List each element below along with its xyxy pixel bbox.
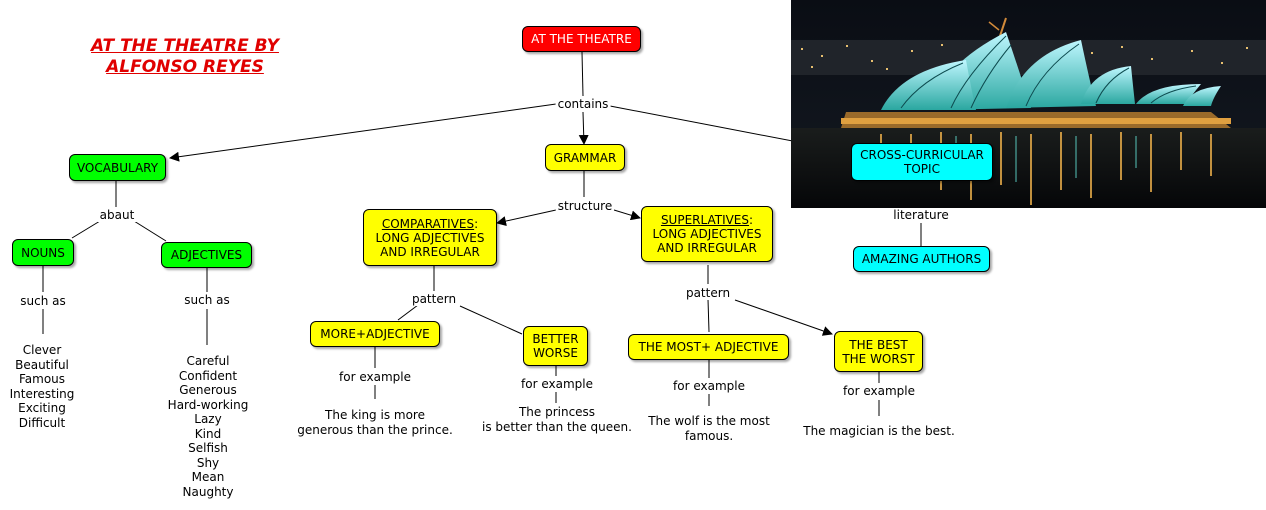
nouns-node[interactable]: NOUNS (12, 239, 74, 266)
cross-curricular-node[interactable]: CROSS-CURRICULAR TOPIC (851, 143, 993, 181)
link-for-example-most: for example (671, 379, 747, 393)
comparatives-node[interactable]: COMPARATIVES: LONG ADJECTIVES AND IRREGU… (363, 209, 497, 266)
link-for-example-better: for example (519, 377, 595, 391)
nouns-list: Clever Beautiful Famous Interesting Exci… (10, 343, 75, 430)
list-item: Interesting (9, 386, 75, 401)
link-literature: literature (891, 208, 951, 222)
adjectives-node[interactable]: ADJECTIVES (161, 242, 252, 268)
superlatives-head: SUPERLATIVES: (661, 213, 753, 227)
link-for-example-best: for example (841, 384, 917, 398)
grammar-label: GRAMMAR (553, 150, 617, 165)
example-more-line-2: generous than the prince. (297, 422, 453, 437)
link-pattern-superlatives: pattern (683, 286, 733, 300)
better-worse-node[interactable]: BETTER WORSE (523, 326, 588, 366)
root-node[interactable]: AT THE THEATRE (522, 26, 641, 52)
list-item: Shy (196, 455, 220, 470)
comparatives-colon: : (474, 216, 479, 231)
list-item: Beautiful (15, 357, 69, 372)
link-structure: structure (555, 199, 615, 213)
list-item: Confident (178, 368, 238, 383)
superlatives-colon: : (749, 213, 754, 227)
comparatives-line-3: AND IRREGULAR (380, 244, 480, 259)
superlatives-node[interactable]: SUPERLATIVES: LONG ADJECTIVES AND IRREGU… (641, 206, 773, 262)
list-item: Hard-working (167, 397, 249, 412)
list-item: Difficult (18, 415, 66, 430)
title-line-2: ALFONSO REYES (106, 57, 264, 77)
more-adjective-node[interactable]: MORE+ADJECTIVE (310, 321, 440, 347)
amazing-authors-label: AMAZING AUTHORS (861, 252, 982, 266)
link-abaut: abaut (97, 208, 137, 222)
list-item: Clever (22, 343, 62, 357)
example-more-line-1: The king is more (325, 408, 425, 422)
list-item: Lazy (194, 412, 222, 426)
vocabulary-label: VOCABULARY (76, 160, 159, 175)
worse-label: WORSE (533, 346, 578, 360)
comparatives-title: COMPARATIVES (381, 216, 475, 231)
best-label: THE BEST (849, 337, 908, 352)
link-pattern-comparatives: pattern (409, 292, 459, 306)
list-item: Famous (18, 372, 66, 386)
title-line-1: AT THE THEATRE BY (91, 36, 279, 56)
sydney-opera-house-photo (791, 0, 1266, 208)
example-better: The princess is better than the queen. (482, 405, 632, 434)
superlatives-title: SUPERLATIVES (660, 213, 750, 227)
superlatives-line-3: AND IRREGULAR (657, 241, 757, 255)
root-node-label: AT THE THEATRE (531, 32, 632, 46)
list-item: Naughty (182, 484, 234, 499)
vocabulary-node[interactable]: VOCABULARY (69, 154, 166, 181)
list-item: Selfish (188, 441, 228, 455)
link-such-as-adjectives: such as (182, 293, 232, 307)
adjectives-list: Careful Confident Generous Hard-working … (168, 354, 249, 499)
example-better-line-1: The princess (518, 405, 596, 419)
the-most-adjective-label: THE MOST+ ADJECTIVE (638, 340, 779, 354)
example-better-line-2: is better than the queen. (482, 419, 632, 434)
cross-line-1: CROSS-CURRICULAR (860, 148, 984, 162)
grammar-node[interactable]: GRAMMAR (545, 144, 625, 171)
comparatives-head: COMPARATIVES: (382, 217, 478, 231)
list-item: Kind (194, 426, 222, 441)
page-title: AT THE THEATRE BY ALFONSO REYES (40, 36, 330, 78)
list-item: Generous (179, 383, 237, 397)
example-best: The magician is the best. (803, 424, 955, 439)
link-contains: contains (555, 97, 611, 111)
example-more: The king is more generous than the princ… (297, 408, 453, 437)
nouns-label: NOUNS (21, 245, 65, 260)
worst-label: THE WORST (842, 351, 915, 366)
link-for-example-more: for example (337, 370, 413, 384)
superlatives-line-2: LONG ADJECTIVES (652, 227, 762, 241)
adjectives-label: ADJECTIVES (170, 248, 243, 262)
example-most: The wolf is the most famous. (648, 414, 770, 443)
example-most-line-1: The wolf is the most (648, 414, 770, 428)
amazing-authors-node[interactable]: AMAZING AUTHORS (853, 246, 990, 272)
the-most-adjective-node[interactable]: THE MOST+ ADJECTIVE (628, 334, 789, 360)
comparatives-line-2: LONG ADJECTIVES (375, 230, 485, 245)
better-label: BETTER (532, 332, 579, 346)
list-item: Careful (186, 354, 230, 368)
example-most-line-2: famous. (684, 428, 734, 443)
list-item: Mean (191, 470, 225, 484)
link-such-as-nouns: such as (18, 294, 68, 308)
best-worst-node[interactable]: THE BEST THE WORST (834, 331, 923, 372)
example-best-line-1: The magician is the best. (803, 424, 955, 438)
more-adjective-label: MORE+ADJECTIVE (320, 327, 430, 341)
cross-line-2: TOPIC (904, 162, 940, 176)
list-item: Exciting (18, 401, 66, 415)
